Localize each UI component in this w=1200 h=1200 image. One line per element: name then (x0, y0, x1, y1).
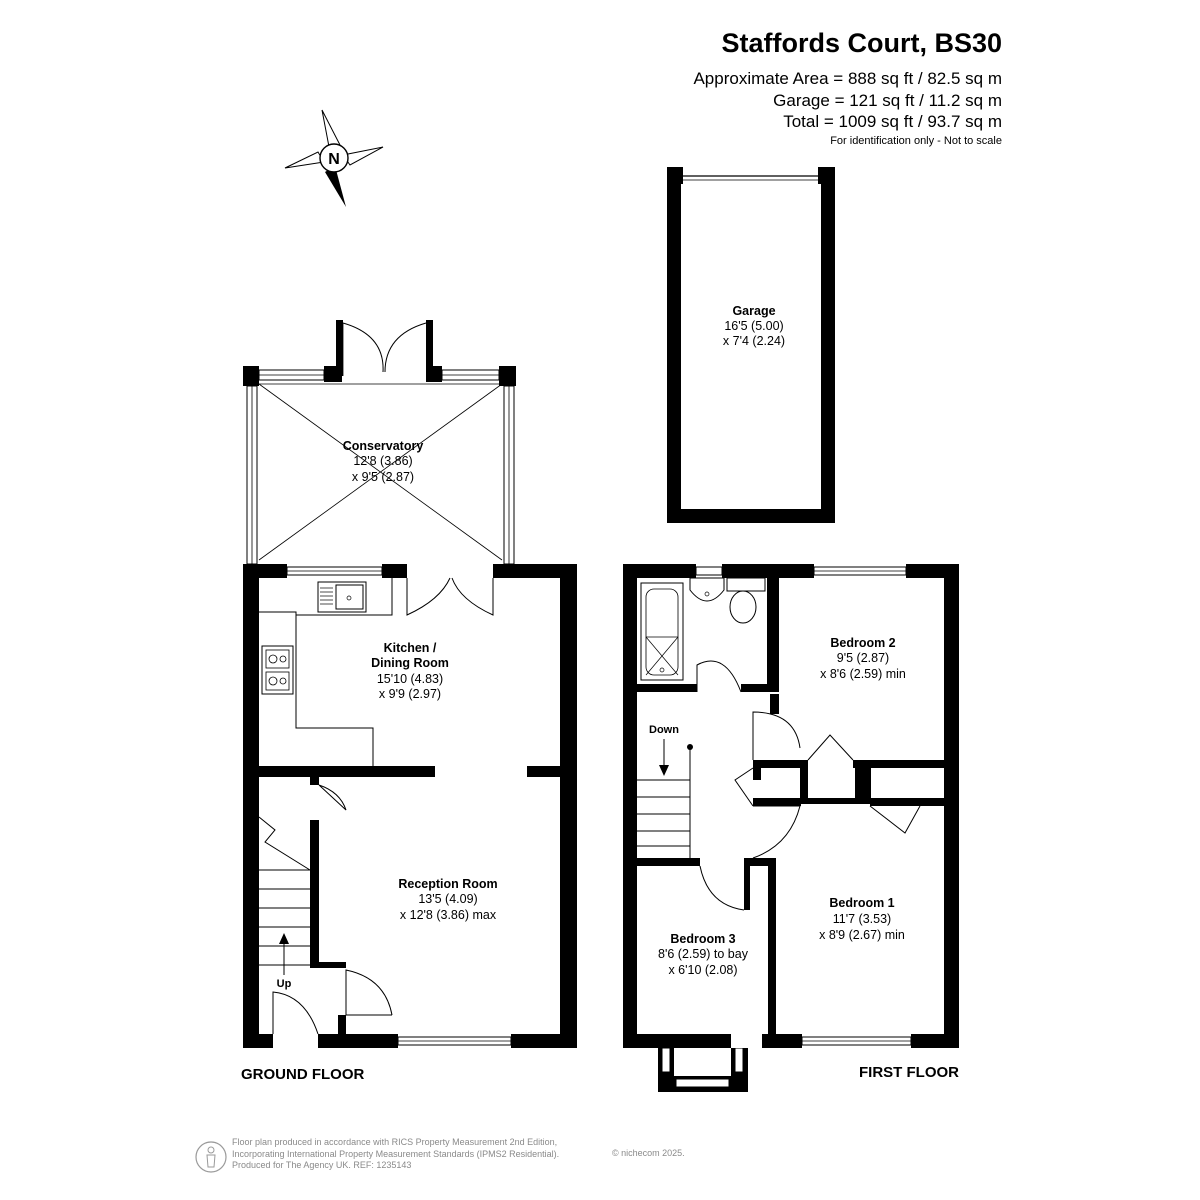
bath-icon (640, 582, 684, 681)
bedroom1-dim2: x 8'9 (2.67) min (819, 928, 905, 942)
toilet-icon (726, 577, 766, 624)
footer-brand: © nichecom 2025. (612, 1148, 685, 1158)
kitchen-dim1: 15'10 (4.83) (377, 672, 443, 686)
reception-dim1: 13'5 (4.09) (418, 892, 477, 906)
kitchen-sink-icon (317, 581, 367, 613)
footer-line3: Produced for The Agency UK. REF: 1235143 (232, 1160, 412, 1170)
ground-stairs (258, 816, 311, 975)
first-floor-walls (623, 564, 959, 1048)
garage-dim2: x 7'4 (2.24) (723, 334, 785, 348)
bedroom2-dim2: x 8'6 (2.59) min (820, 667, 906, 681)
first-floor-stairs (637, 739, 693, 858)
bedroom1-dim1: 11'7 (3.53) (833, 912, 891, 926)
bedroom3-dim2: x 6'10 (2.08) (668, 963, 737, 977)
conservatory-dim1: 12'8 (3.86) (353, 454, 412, 468)
stairs-down-label: Down (649, 724, 679, 736)
rics-logo-icon (195, 1141, 227, 1173)
conservatory-frame (243, 320, 516, 565)
conservatory-dim2: x 9'5 (2.87) (352, 470, 414, 484)
garage-area-text: Garage = 121 sq ft / 11.2 sq m (773, 91, 1002, 110)
bedroom3-bay-window (658, 1034, 768, 1092)
compass-north-label: N (328, 151, 340, 168)
kitchen-hob-icon (261, 645, 294, 695)
garage-name: Garage (732, 304, 775, 318)
ground-floor-plan: Conservatory 12'8 (3.86) x 9'5 (2.87) (243, 320, 577, 1048)
ground-floor-walls (243, 564, 577, 1048)
reception-name: Reception Room (398, 877, 497, 891)
footer-line1: Floor plan produced in accordance with R… (232, 1137, 558, 1147)
kitchen-dim2: x 9'9 (2.97) (379, 687, 441, 701)
footer-line2: Incorporating International Property Mea… (232, 1148, 560, 1159)
basin-icon (689, 577, 725, 602)
bedroom1-name: Bedroom 1 (829, 896, 894, 910)
ground-floor-label: GROUND FLOOR (241, 1066, 364, 1083)
bedroom2-name: Bedroom 2 (830, 636, 895, 650)
scale-note: For identification only - Not to scale (830, 135, 1002, 147)
page-title: Staffords Court, BS30 (721, 28, 1002, 58)
bedroom2-dim1: 9'5 (2.87) (837, 651, 889, 665)
reception-dim2: x 12'8 (3.86) max (400, 908, 497, 922)
total-area-text: Total = 1009 sq ft / 93.7 sq m (783, 112, 1002, 131)
garage-plan: Garage 16'5 (5.00) x 7'4 (2.24) (667, 166, 835, 523)
bedroom3-dim1: 8'6 (2.59) to bay (658, 947, 749, 961)
conservatory-name: Conservatory (343, 439, 424, 453)
first-floor-plan: Down Bedroom 2 9'5 (2.87) x 8'6 (2.59) m… (623, 564, 959, 1092)
kitchen-name-line2: Dining Room (371, 656, 449, 670)
garage-dim1: 16'5 (5.00) (724, 319, 783, 333)
footer-text: Floor plan produced in accordance with R… (232, 1137, 559, 1172)
kitchen-name-line1: Kitchen / (384, 641, 437, 655)
stairs-up-label: Up (277, 978, 292, 990)
approx-area-text: Approximate Area = 888 sq ft / 82.5 sq m (693, 69, 1002, 88)
first-floor-label: FIRST FLOOR (859, 1064, 959, 1081)
compass-rose-icon: N (284, 109, 384, 207)
bedroom3-name: Bedroom 3 (670, 932, 735, 946)
